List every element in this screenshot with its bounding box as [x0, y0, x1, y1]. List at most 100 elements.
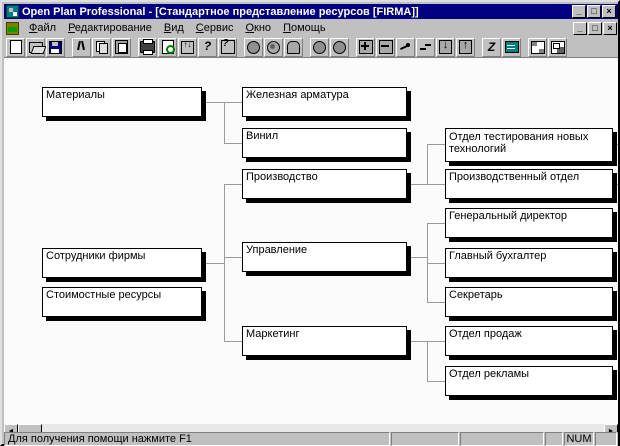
sort-button[interactable] [178, 37, 197, 57]
table-view-button[interactable] [502, 37, 521, 57]
node-secretary[interactable]: Секретарь [445, 287, 613, 317]
resource-filled-circle2-button[interactable] [330, 37, 349, 57]
node-cost-resources[interactable]: Стоимостные ресурсы [42, 287, 202, 317]
print-button[interactable] [138, 37, 157, 57]
node-sales-dept[interactable]: Отдел продаж [445, 326, 613, 356]
paste-button[interactable] [112, 37, 131, 57]
add-node-button[interactable] [356, 37, 375, 57]
connector [411, 341, 427, 342]
node-marketing[interactable]: Маркетинг [242, 326, 407, 356]
node-label: Отдел тестирования новых технологий [449, 131, 589, 155]
resource-circle-button[interactable] [244, 37, 263, 57]
diskette-icon [49, 40, 62, 54]
connector [613, 144, 618, 145]
resource-dome-button[interactable] [284, 37, 303, 57]
child-restore-button[interactable]: □ [588, 21, 602, 35]
menu-help-accel: П [283, 22, 291, 34]
context-help-button[interactable] [218, 37, 237, 57]
circle-icon [333, 40, 346, 54]
menu-window-rest: кно [254, 22, 272, 34]
print-preview-button[interactable] [158, 37, 177, 57]
remove-node-button[interactable] [376, 37, 395, 57]
menu-item-view[interactable]: Вид [158, 21, 190, 35]
node-iron-fittings[interactable]: Железная арматура [242, 87, 407, 117]
open-file-button[interactable] [26, 37, 45, 57]
node-ads-dept[interactable]: Отдел рекламы [445, 366, 613, 396]
connector [224, 257, 242, 258]
save-file-button[interactable] [46, 37, 65, 57]
connector [224, 184, 242, 185]
node-production[interactable]: Производство [242, 169, 407, 199]
menu-item-file[interactable]: Файл [23, 21, 62, 35]
open-folder-icon [28, 41, 43, 53]
menu-service-accel: С [195, 22, 204, 34]
cut-button[interactable] [72, 37, 91, 57]
node-management[interactable]: Управление [242, 242, 407, 272]
child-minimize-button[interactable]: _ [573, 21, 587, 35]
menu-item-help[interactable]: Помощь [277, 21, 332, 35]
layout-tile-button[interactable] [528, 37, 547, 57]
menu-bar: Файл Редактирование Вид Сервис Окно Помо… [4, 20, 618, 36]
scissors-icon [76, 41, 87, 53]
menu-item-service[interactable]: Сервис [190, 21, 240, 35]
menu-edit-rest: едактирование [74, 22, 152, 34]
connector [427, 184, 445, 185]
node-label: Маркетинг [246, 328, 300, 340]
link-button[interactable] [396, 37, 415, 57]
layout-tile-icon [530, 40, 545, 54]
node-label: Производство [246, 171, 318, 183]
node-production-dept[interactable]: Производственный отдел [445, 169, 613, 199]
connector [427, 341, 428, 381]
step-link-button[interactable] [416, 37, 435, 57]
connector [224, 341, 242, 342]
node-staff[interactable]: Сотрудники фирмы [42, 248, 202, 278]
help-button[interactable] [198, 37, 217, 57]
menu-item-edit[interactable]: Редактирование [62, 21, 158, 35]
menu-item-window[interactable]: Окно [239, 21, 277, 35]
restore-button[interactable]: □ [587, 5, 601, 18]
title-bar: Open Plan Professional - [Стандартное пр… [4, 4, 618, 19]
menu-view-rest: ид [171, 22, 184, 34]
grid-icon [504, 41, 519, 53]
close-button[interactable]: × [602, 5, 616, 18]
move-up-button[interactable] [456, 37, 475, 57]
node-label: Главный бухгалтер [449, 250, 547, 262]
status-num-indicator: NUM [564, 432, 594, 446]
copy-icon [96, 41, 108, 54]
node-general-director[interactable]: Генеральный директор [445, 208, 613, 238]
child-close-button[interactable]: × [603, 21, 617, 35]
status-panel-4 [595, 432, 617, 446]
connector [224, 102, 225, 144]
dome-icon [287, 40, 300, 54]
diagram-client-area[interactable]: Материалы Железная арматура Винил Отдел … [4, 58, 618, 424]
zed-icon [486, 40, 498, 54]
menu-view-accel: В [163, 22, 172, 34]
minimize-icon: _ [576, 6, 582, 16]
resource-detail-button[interactable] [264, 37, 283, 57]
connector [427, 263, 445, 264]
zoom-z-button[interactable] [482, 37, 501, 57]
link-icon [400, 42, 412, 53]
menu-file-accel: Ф [29, 22, 38, 34]
new-file-button[interactable] [6, 37, 25, 57]
layout-cascade-button[interactable] [548, 37, 567, 57]
copy-button[interactable] [92, 37, 111, 57]
move-down-button[interactable] [436, 37, 455, 57]
minimize-button[interactable]: _ [572, 5, 586, 18]
node-chief-accountant[interactable]: Главный бухгалтер [445, 248, 613, 278]
connector [224, 143, 242, 144]
document-icon[interactable] [6, 21, 19, 35]
node-vinyl[interactable]: Винил [242, 128, 407, 158]
child-close-icon: × [607, 22, 613, 33]
connector [411, 257, 427, 258]
resource-filled-circle-button[interactable] [310, 37, 329, 57]
arrow-down-icon [439, 39, 452, 54]
node-label: Генеральный директор [449, 210, 567, 222]
node-label: Производственный отдел [449, 171, 580, 183]
status-panel-1 [391, 432, 459, 446]
node-materials[interactable]: Материалы [42, 87, 202, 117]
window-title: Open Plan Professional - [Стандартное пр… [22, 5, 419, 18]
node-new-tech-dept[interactable]: Отдел тестирования новых технологий [445, 128, 613, 162]
minus-icon [378, 40, 393, 54]
node-label: Железная арматура [246, 89, 349, 101]
